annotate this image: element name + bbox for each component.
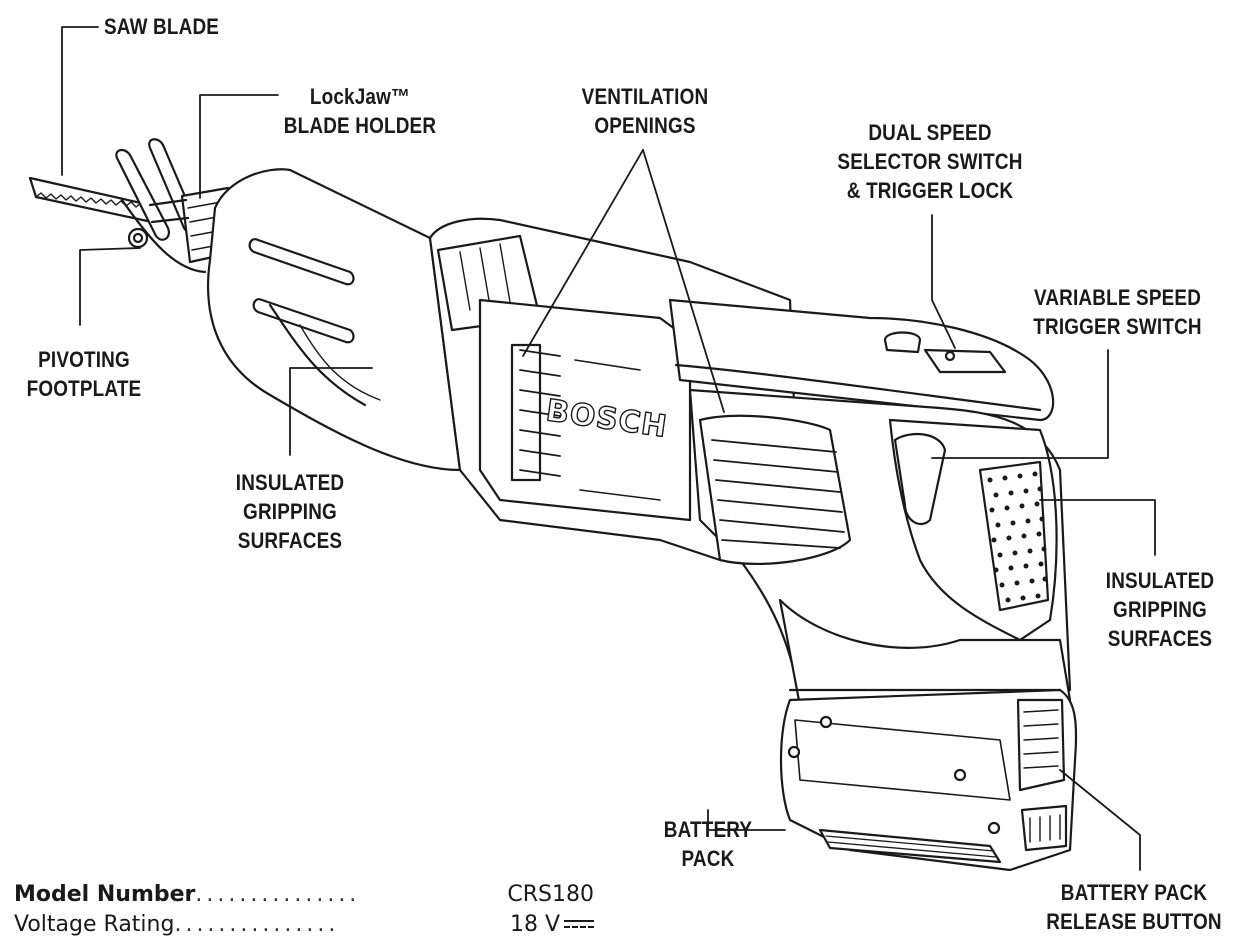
label-ventilation-line2: OPENINGS — [594, 113, 696, 138]
label-insulated-gripping-left: INSULATED GRIPPING SURFACES — [230, 468, 350, 555]
label-release-button-line1: BATTERY PACK — [1060, 880, 1208, 905]
label-insulated-gripping-right: INSULATED GRIPPING SURFACES — [1100, 566, 1220, 653]
label-insulated-right-line2: GRIPPING — [1113, 597, 1207, 622]
dc-current-icon — [564, 917, 594, 931]
leader-ventilation-left — [522, 149, 644, 357]
label-dual-speed-line2: SELECTOR SWITCH — [837, 149, 1023, 174]
label-battery-pack-line1: BATTERY — [663, 817, 753, 842]
spec-model-value: CRS180 — [507, 882, 594, 907]
leader-release-button — [1059, 769, 1141, 871]
leader-lines — [61, 26, 1156, 871]
label-battery-release-button: BATTERY PACK RELEASE BUTTON — [1036, 878, 1232, 936]
spec-row-model: Model Number ............... CRS180 — [14, 880, 594, 910]
spec-voltage-dots: ............... — [174, 912, 340, 937]
label-ventilation-openings: VENTILATION OPENINGS — [555, 82, 736, 140]
spec-voltage-value: 18 V — [509, 912, 560, 937]
leader-insulated-right — [1039, 499, 1156, 556]
battery-interface — [778, 598, 1072, 708]
rear-ventilation — [698, 414, 852, 566]
leader-dual-speed — [931, 214, 956, 349]
label-battery-pack-line2: PACK — [681, 846, 735, 871]
leader-pivoting-footplate — [79, 247, 141, 326]
spec-voltage-label: Voltage Rating — [14, 912, 175, 937]
label-lockjaw-line2: BLADE HOLDER — [283, 113, 437, 138]
battery-pack — [779, 688, 1078, 872]
leader-variable-speed — [931, 349, 1109, 459]
leader-battery-pack — [707, 809, 786, 831]
nose-housing — [207, 168, 462, 472]
spec-model-label: Model Number — [14, 882, 196, 907]
label-variable-speed-line2: TRIGGER SWITCH — [1033, 314, 1202, 339]
label-saw-blade-text: SAW BLADE — [104, 14, 220, 39]
label-insulated-left-line1: INSULATED — [235, 470, 345, 495]
label-lockjaw-blade-holder: LockJaw™ BLADE HOLDER — [265, 82, 454, 140]
label-dual-speed-line3: & TRIGGER LOCK — [846, 178, 1014, 203]
pistol-grip — [888, 418, 1058, 642]
label-insulated-left-line3: SURFACES — [237, 528, 343, 553]
label-saw-blade: SAW BLADE — [104, 12, 219, 41]
grip-texture-dots — [987, 471, 1048, 603]
label-variable-speed-line1: VARIABLE SPEED — [1033, 285, 1202, 310]
spec-row-voltage: Voltage Rating ............... 18 V — [14, 910, 594, 940]
label-ventilation-line1: VENTILATION — [581, 84, 709, 109]
leader-lockjaw — [199, 94, 279, 199]
label-dual-speed-line1: DUAL SPEED — [868, 120, 992, 145]
leader-saw-blade — [61, 26, 99, 176]
label-pivoting-line1: PIVOTING — [38, 347, 130, 372]
label-pivoting-line2: FOOTPLATE — [26, 376, 142, 401]
label-insulated-right-line3: SURFACES — [1107, 626, 1213, 651]
leader-insulated-left — [289, 367, 373, 456]
label-pivoting-footplate: PIVOTING FOOTPLATE — [24, 345, 144, 403]
spec-model-dots: ............... — [195, 882, 361, 907]
label-lockjaw-line1: LockJaw™ — [309, 84, 411, 109]
label-variable-speed-trigger: VARIABLE SPEED TRIGGER SWITCH — [1008, 283, 1227, 341]
specifications: Model Number ............... CRS180 Volt… — [14, 880, 594, 940]
label-release-button-line2: RELEASE BUTTON — [1046, 909, 1222, 934]
label-insulated-right-line1: INSULATED — [1105, 568, 1215, 593]
label-dual-speed-selector: DUAL SPEED SELECTOR SWITCH & TRIGGER LOC… — [818, 118, 1042, 205]
label-battery-pack: BATTERY PACK — [656, 815, 759, 873]
label-insulated-left-line2: GRIPPING — [243, 499, 337, 524]
leader-ventilation-right — [642, 149, 725, 413]
